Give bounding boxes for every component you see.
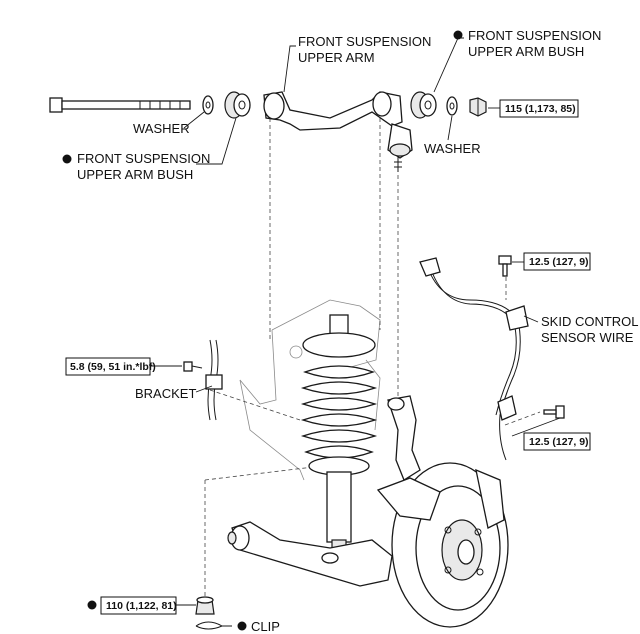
bracket-bolt-part xyxy=(183,361,203,372)
torque-bracket-bolt: 5.8 (59, 51 in.*lbf) xyxy=(70,361,156,373)
torque-box-upper-arm-nut xyxy=(499,99,579,118)
washer-left-label: WASHER xyxy=(133,121,190,136)
sensor-bolt-top-part xyxy=(498,255,512,277)
non-reusable-dot-icon xyxy=(87,600,97,610)
non-reusable-dot-icon xyxy=(237,621,247,631)
torque-box-sensor-bolt-top xyxy=(523,252,591,271)
non-reusable-dot-icon xyxy=(453,30,463,40)
upper-arm-label-line1: FRONT SUSPENSION xyxy=(298,34,431,49)
bush-left-label-line2: UPPER ARM BUSH xyxy=(77,167,193,182)
brake-rotor-hub-part xyxy=(376,462,509,628)
upper-arm-nut-part xyxy=(469,97,487,117)
clip-label: CLIP xyxy=(251,619,280,634)
vehicle-body-outline xyxy=(239,299,381,481)
assembly-guide-lines xyxy=(204,118,541,600)
bush-right-label-line2: UPPER ARM BUSH xyxy=(468,44,584,59)
coil-spring-shock-part xyxy=(300,314,378,559)
sensor-bolt-bottom-part xyxy=(543,405,565,419)
torque-sensor-bolt-bottom: 12.5 (127, 9) xyxy=(529,436,589,448)
washer-left-part xyxy=(202,95,214,115)
clip-part xyxy=(195,621,232,630)
lower-arm-part xyxy=(227,521,393,587)
sensor-wire-label-line1: SKID CONTROL xyxy=(541,314,639,329)
sensor-wire-label-line2: SENSOR WIRE xyxy=(541,330,634,345)
upper-arm-label-line2: UPPER ARM xyxy=(298,50,375,65)
bush-right-label-line1: FRONT SUSPENSION xyxy=(468,28,601,43)
non-reusable-dot-icon xyxy=(62,154,72,164)
torque-upper-arm-nut: 115 (1,173, 85) xyxy=(505,103,576,115)
sensor-wire-part xyxy=(419,257,529,461)
bush-left-label-line1: FRONT SUSPENSION xyxy=(77,151,210,166)
bracket-part xyxy=(205,339,223,421)
upper-arm-bush-left-part xyxy=(224,91,251,119)
upper-arm-part xyxy=(263,91,413,172)
lower-nut-part xyxy=(195,596,215,615)
torque-box-lower-nut xyxy=(100,596,177,615)
upper-arm-bush-right-part xyxy=(410,91,437,119)
torque-lower-nut: 110 (1,122, 81) xyxy=(106,600,177,612)
washer-right-part xyxy=(446,96,458,116)
bracket-label: BRACKET xyxy=(135,386,196,401)
torque-box-bracket-bolt xyxy=(65,357,151,376)
torque-sensor-bolt-top: 12.5 (127, 9) xyxy=(529,256,589,268)
upper-arm-long-bolt xyxy=(49,97,191,113)
steering-knuckle-part xyxy=(387,395,421,481)
torque-box-sensor-bolt-bottom xyxy=(523,432,591,451)
washer-right-label: WASHER xyxy=(424,141,481,156)
